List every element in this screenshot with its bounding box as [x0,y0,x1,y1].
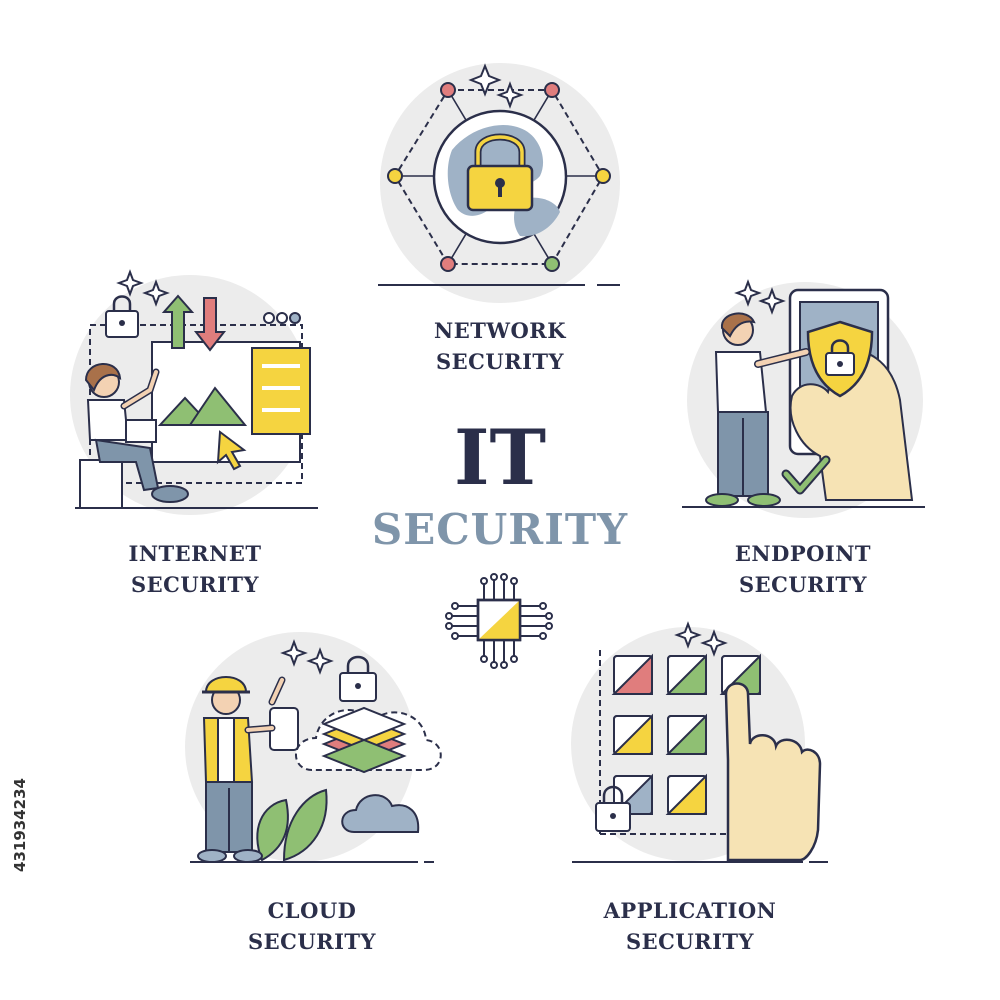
person-figure [705,312,810,507]
app-tile-grid [611,653,761,815]
padlock-icon [105,295,139,338]
network-label-line2: SECURITY [435,349,565,374]
network-security-label: NETWORK SECURITY [400,315,600,377]
sparkle-icon [674,621,728,657]
padlock-icon [595,785,631,832]
hard-hat-icon [202,676,250,694]
arrow-down-icon [193,297,227,352]
stock-id-vertical: 431934234 [4,765,36,885]
chip-icon [445,573,553,669]
internet-label-line1: INTERNET [128,541,262,566]
worker-figure [197,676,299,863]
person-figure [79,363,189,509]
internet-security-label: INTERNET SECURITY [95,538,295,600]
main-title-it: IT [453,413,547,502]
application-security-illustration [571,621,828,863]
internet-security-illustration [70,269,318,515]
application-label-line1: APPLICATION [603,898,777,923]
sparkle-icon [734,279,786,315]
cloud-label-line2: SECURITY [247,929,377,954]
network-security-illustration [378,63,620,303]
arrow-up-icon [161,294,195,349]
application-security-label: APPLICATION SECURITY [570,895,810,957]
endpoint-security-illustration [682,279,925,518]
cloud-security-illustration [185,632,442,863]
hand-pointer-icon [724,682,822,862]
endpoint-label-line1: ENDPOINT [734,541,872,566]
cloud-security-label: CLOUD SECURITY [212,895,412,957]
internet-label-line2: SECURITY [130,572,260,597]
cloud-icon [341,794,420,833]
padlock-icon [466,133,534,212]
sparkle-icon [468,63,524,109]
shield-icon [806,320,874,398]
padlock-icon [339,655,377,702]
main-title-security: SECURITY [371,505,629,554]
endpoint-label-line2: SECURITY [738,572,868,597]
network-label-line1: NETWORK [434,318,566,343]
mouse-cursor-icon [216,430,247,471]
application-label-line2: SECURITY [625,929,755,954]
sparkle-icon [280,639,334,675]
stock-id-text: 431934234 [11,778,29,872]
sparkle-icon [116,269,170,307]
cloud-label-line1: CLOUD [267,898,357,923]
checkmark-icon [781,455,831,495]
endpoint-security-label: ENDPOINT SECURITY [703,538,903,600]
